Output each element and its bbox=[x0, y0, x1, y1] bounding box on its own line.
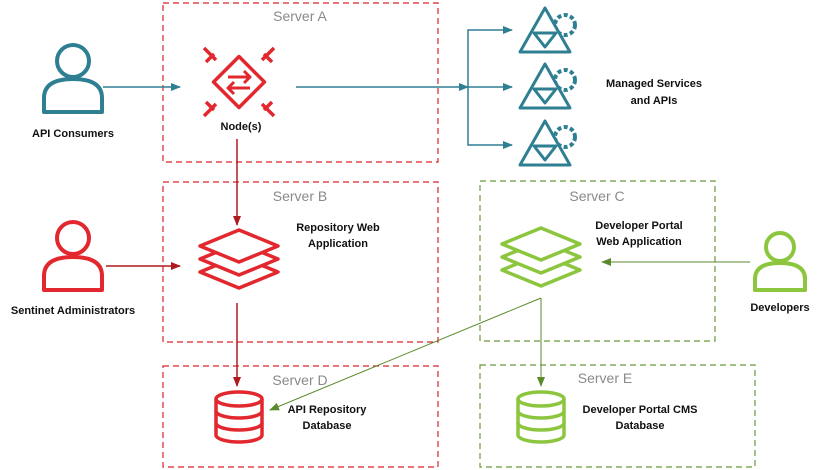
dev-portal-cms-db-label-1: Developer Portal CMS bbox=[583, 404, 698, 416]
repository-web-app-label-2: Application bbox=[308, 238, 368, 250]
to-service-3-arrow bbox=[467, 87, 513, 149]
nodes-component: Node(s) bbox=[202, 46, 276, 133]
server-e-title: Server E bbox=[578, 370, 632, 386]
managed-services-label-1: Managed Services bbox=[606, 78, 702, 90]
user-icon bbox=[42, 43, 104, 114]
developers-actor: Developers bbox=[750, 231, 810, 314]
nodes-label: Node(s) bbox=[221, 121, 262, 133]
service-gear-icon bbox=[518, 62, 577, 110]
dev-portal-web-app: Developer Portal Web Application bbox=[500, 220, 683, 288]
api-repository-db-label-2: Database bbox=[303, 420, 352, 432]
api-consumers-label: API Consumers bbox=[32, 128, 114, 140]
server-d-box: Server D bbox=[162, 365, 439, 468]
server-e-box: Server E bbox=[479, 364, 756, 468]
api-repository-db: API Repository Database bbox=[214, 390, 368, 444]
server-d-title: Server D bbox=[272, 372, 327, 388]
database-icon bbox=[516, 390, 566, 444]
user-icon bbox=[753, 231, 807, 292]
repository-web-app: Repository Web Application bbox=[198, 222, 380, 290]
service-gear-icon bbox=[518, 6, 577, 54]
managed-services-label-2: and APIs bbox=[631, 95, 678, 107]
server-a-box: Server A bbox=[162, 2, 439, 163]
user-icon bbox=[42, 220, 104, 292]
api-consumers-actor: API Consumers bbox=[32, 43, 114, 140]
managed-services-group: Managed Services and APIs bbox=[518, 6, 702, 167]
node-icon bbox=[202, 46, 276, 118]
dev-portal-cms-db: Developer Portal CMS Database bbox=[516, 390, 698, 444]
api-repository-db-label-1: API Repository bbox=[288, 404, 368, 416]
to-service-1-arrow bbox=[467, 26, 513, 87]
server-c-title: Server C bbox=[569, 188, 624, 204]
sentinet-admins-actor: Sentinet Administrators bbox=[11, 220, 135, 317]
repository-web-app-label-1: Repository Web bbox=[296, 222, 380, 234]
database-icon bbox=[214, 390, 264, 444]
server-b-title: Server B bbox=[273, 188, 327, 204]
server-c-box: Server C bbox=[479, 180, 716, 342]
portal-to-repository-db-arrow bbox=[269, 297, 542, 411]
server-a-title: Server A bbox=[273, 8, 327, 24]
dev-portal-web-app-label-2: Web Application bbox=[596, 236, 682, 248]
dev-portal-web-app-label-1: Developer Portal bbox=[595, 220, 682, 232]
layers-stack-icon bbox=[198, 228, 280, 290]
service-gear-icon bbox=[518, 119, 577, 167]
server-b-box: Server B bbox=[162, 181, 439, 343]
developers-label: Developers bbox=[750, 302, 809, 314]
layers-stack-icon bbox=[500, 226, 582, 288]
dev-portal-cms-db-label-2: Database bbox=[616, 420, 665, 432]
connectors bbox=[103, 26, 750, 411]
sentinet-admins-label: Sentinet Administrators bbox=[11, 305, 135, 317]
